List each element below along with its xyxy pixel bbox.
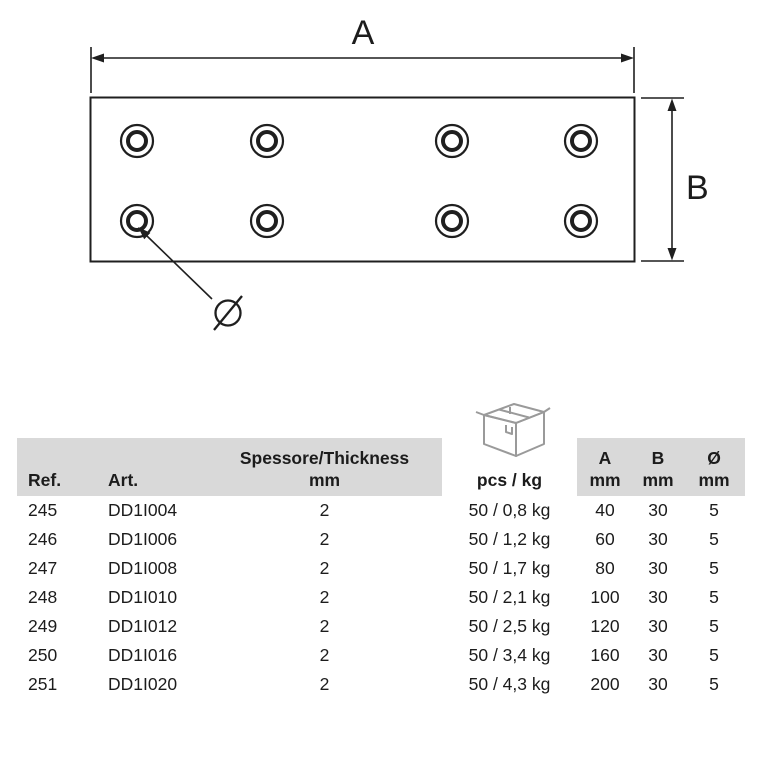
cell-pcs-kg: 50 / 1,7 kg — [468, 558, 551, 578]
cell-ref: 249 — [28, 616, 58, 636]
hole — [249, 203, 285, 239]
cell-thickness: 2 — [319, 529, 330, 549]
diameter-leader — [138, 227, 243, 331]
cell-b: 30 — [648, 500, 668, 520]
cell-pcs-kg: 50 / 2,1 kg — [468, 587, 551, 607]
cell-diameter: 5 — [709, 529, 719, 549]
cell-ref: 247 — [28, 558, 58, 578]
table-row: 250 DD1I016 2 50 / 3,4 kg 160 30 5 — [17, 641, 745, 670]
hole — [434, 123, 470, 159]
header-art: Art. — [108, 469, 139, 490]
cell-pcs-kg: 50 / 4,3 kg — [468, 674, 551, 694]
technical-drawing: A B — [89, 14, 709, 331]
table-row: 249 DD1I012 2 50 / 2,5 kg 120 30 5 — [17, 612, 745, 641]
table-row: 247 DD1I008 2 50 / 1,7 kg 80 30 5 — [17, 554, 745, 583]
dim-label-a: A — [352, 14, 375, 52]
cell-thickness: 2 — [319, 587, 330, 607]
cell-b: 30 — [648, 558, 668, 578]
cell-art: DD1I006 — [108, 529, 178, 549]
cell-art: DD1I020 — [108, 674, 178, 694]
header-ref: Ref. — [28, 469, 62, 490]
cell-art: DD1I004 — [108, 500, 178, 520]
cell-pcs-kg: 50 / 1,2 kg — [468, 529, 551, 549]
cell-diameter: 5 — [709, 616, 719, 636]
cell-art: DD1I008 — [108, 558, 178, 578]
cell-ref: 246 — [28, 529, 58, 549]
cell-art: DD1I016 — [108, 645, 178, 665]
cell-b: 30 — [648, 529, 668, 549]
hole — [563, 203, 599, 239]
cell-a: 80 — [595, 558, 615, 578]
table-header: Ref. Art. Spessore/Thickness mm — [17, 398, 745, 496]
cell-b: 30 — [648, 674, 668, 694]
hole — [119, 203, 155, 239]
cell-b: 30 — [648, 616, 668, 636]
cell-b: 30 — [648, 587, 668, 607]
diameter-symbol — [213, 295, 243, 331]
cell-a: 120 — [590, 616, 620, 636]
carton-box-icon — [475, 403, 551, 457]
holes — [119, 123, 599, 239]
table-body: 245 DD1I004 2 50 / 0,8 kg 40 30 5 246 DD… — [17, 496, 745, 699]
header-col-b-unit: mm — [642, 469, 674, 490]
cell-thickness: 2 — [319, 558, 330, 578]
cell-thickness: 2 — [319, 645, 330, 665]
cell-pcs-kg: 50 / 2,5 kg — [468, 616, 551, 636]
table-row: 245 DD1I004 2 50 / 0,8 kg 40 30 5 — [17, 496, 745, 525]
cell-a: 100 — [590, 587, 620, 607]
cell-diameter: 5 — [709, 674, 719, 694]
cell-diameter: 5 — [709, 500, 719, 520]
header-col-a-unit: mm — [589, 469, 621, 490]
header-col-diameter: Ø — [707, 448, 721, 469]
cell-a: 200 — [590, 674, 620, 694]
cell-a: 60 — [595, 529, 615, 549]
cell-b: 30 — [648, 645, 668, 665]
hole — [249, 123, 285, 159]
hole — [563, 123, 599, 159]
cell-diameter: 5 — [709, 645, 719, 665]
cell-ref: 248 — [28, 587, 58, 607]
cell-diameter: 5 — [709, 558, 719, 578]
header-col-b: B — [651, 448, 665, 469]
cell-a: 160 — [590, 645, 620, 665]
cell-art: DD1I010 — [108, 587, 178, 607]
cell-ref: 245 — [28, 500, 58, 520]
table-row: 251 DD1I020 2 50 / 4,3 kg 200 30 5 — [17, 670, 745, 699]
plate-outline — [89, 96, 636, 263]
header-pcs-kg: pcs / kg — [476, 470, 543, 490]
dim-label-b: B — [686, 169, 709, 207]
header-thickness-unit: mm — [308, 469, 341, 490]
dimension-a — [90, 47, 635, 93]
hole — [434, 203, 470, 239]
cell-thickness: 2 — [319, 674, 330, 694]
header-thickness: Spessore/Thickness — [239, 448, 410, 469]
cell-ref: 251 — [28, 674, 58, 694]
cell-pcs-kg: 50 / 0,8 kg — [468, 500, 551, 520]
cell-pcs-kg: 50 / 3,4 kg — [468, 645, 551, 665]
dimension-b — [641, 97, 684, 262]
cell-a: 40 — [595, 500, 615, 520]
header-col-a: A — [598, 448, 612, 469]
table-row: 246 DD1I006 2 50 / 1,2 kg 60 30 5 — [17, 525, 745, 554]
cell-art: DD1I012 — [108, 616, 178, 636]
cell-ref: 250 — [28, 645, 58, 665]
table-row: 248 DD1I010 2 50 / 2,1 kg 100 30 5 — [17, 583, 745, 612]
hole — [119, 123, 155, 159]
spec-table: Ref. Art. Spessore/Thickness mm — [17, 398, 745, 699]
header-col-diameter-unit: mm — [698, 469, 730, 490]
cell-thickness: 2 — [319, 616, 330, 636]
cell-thickness: 2 — [319, 500, 330, 520]
cell-diameter: 5 — [709, 587, 719, 607]
